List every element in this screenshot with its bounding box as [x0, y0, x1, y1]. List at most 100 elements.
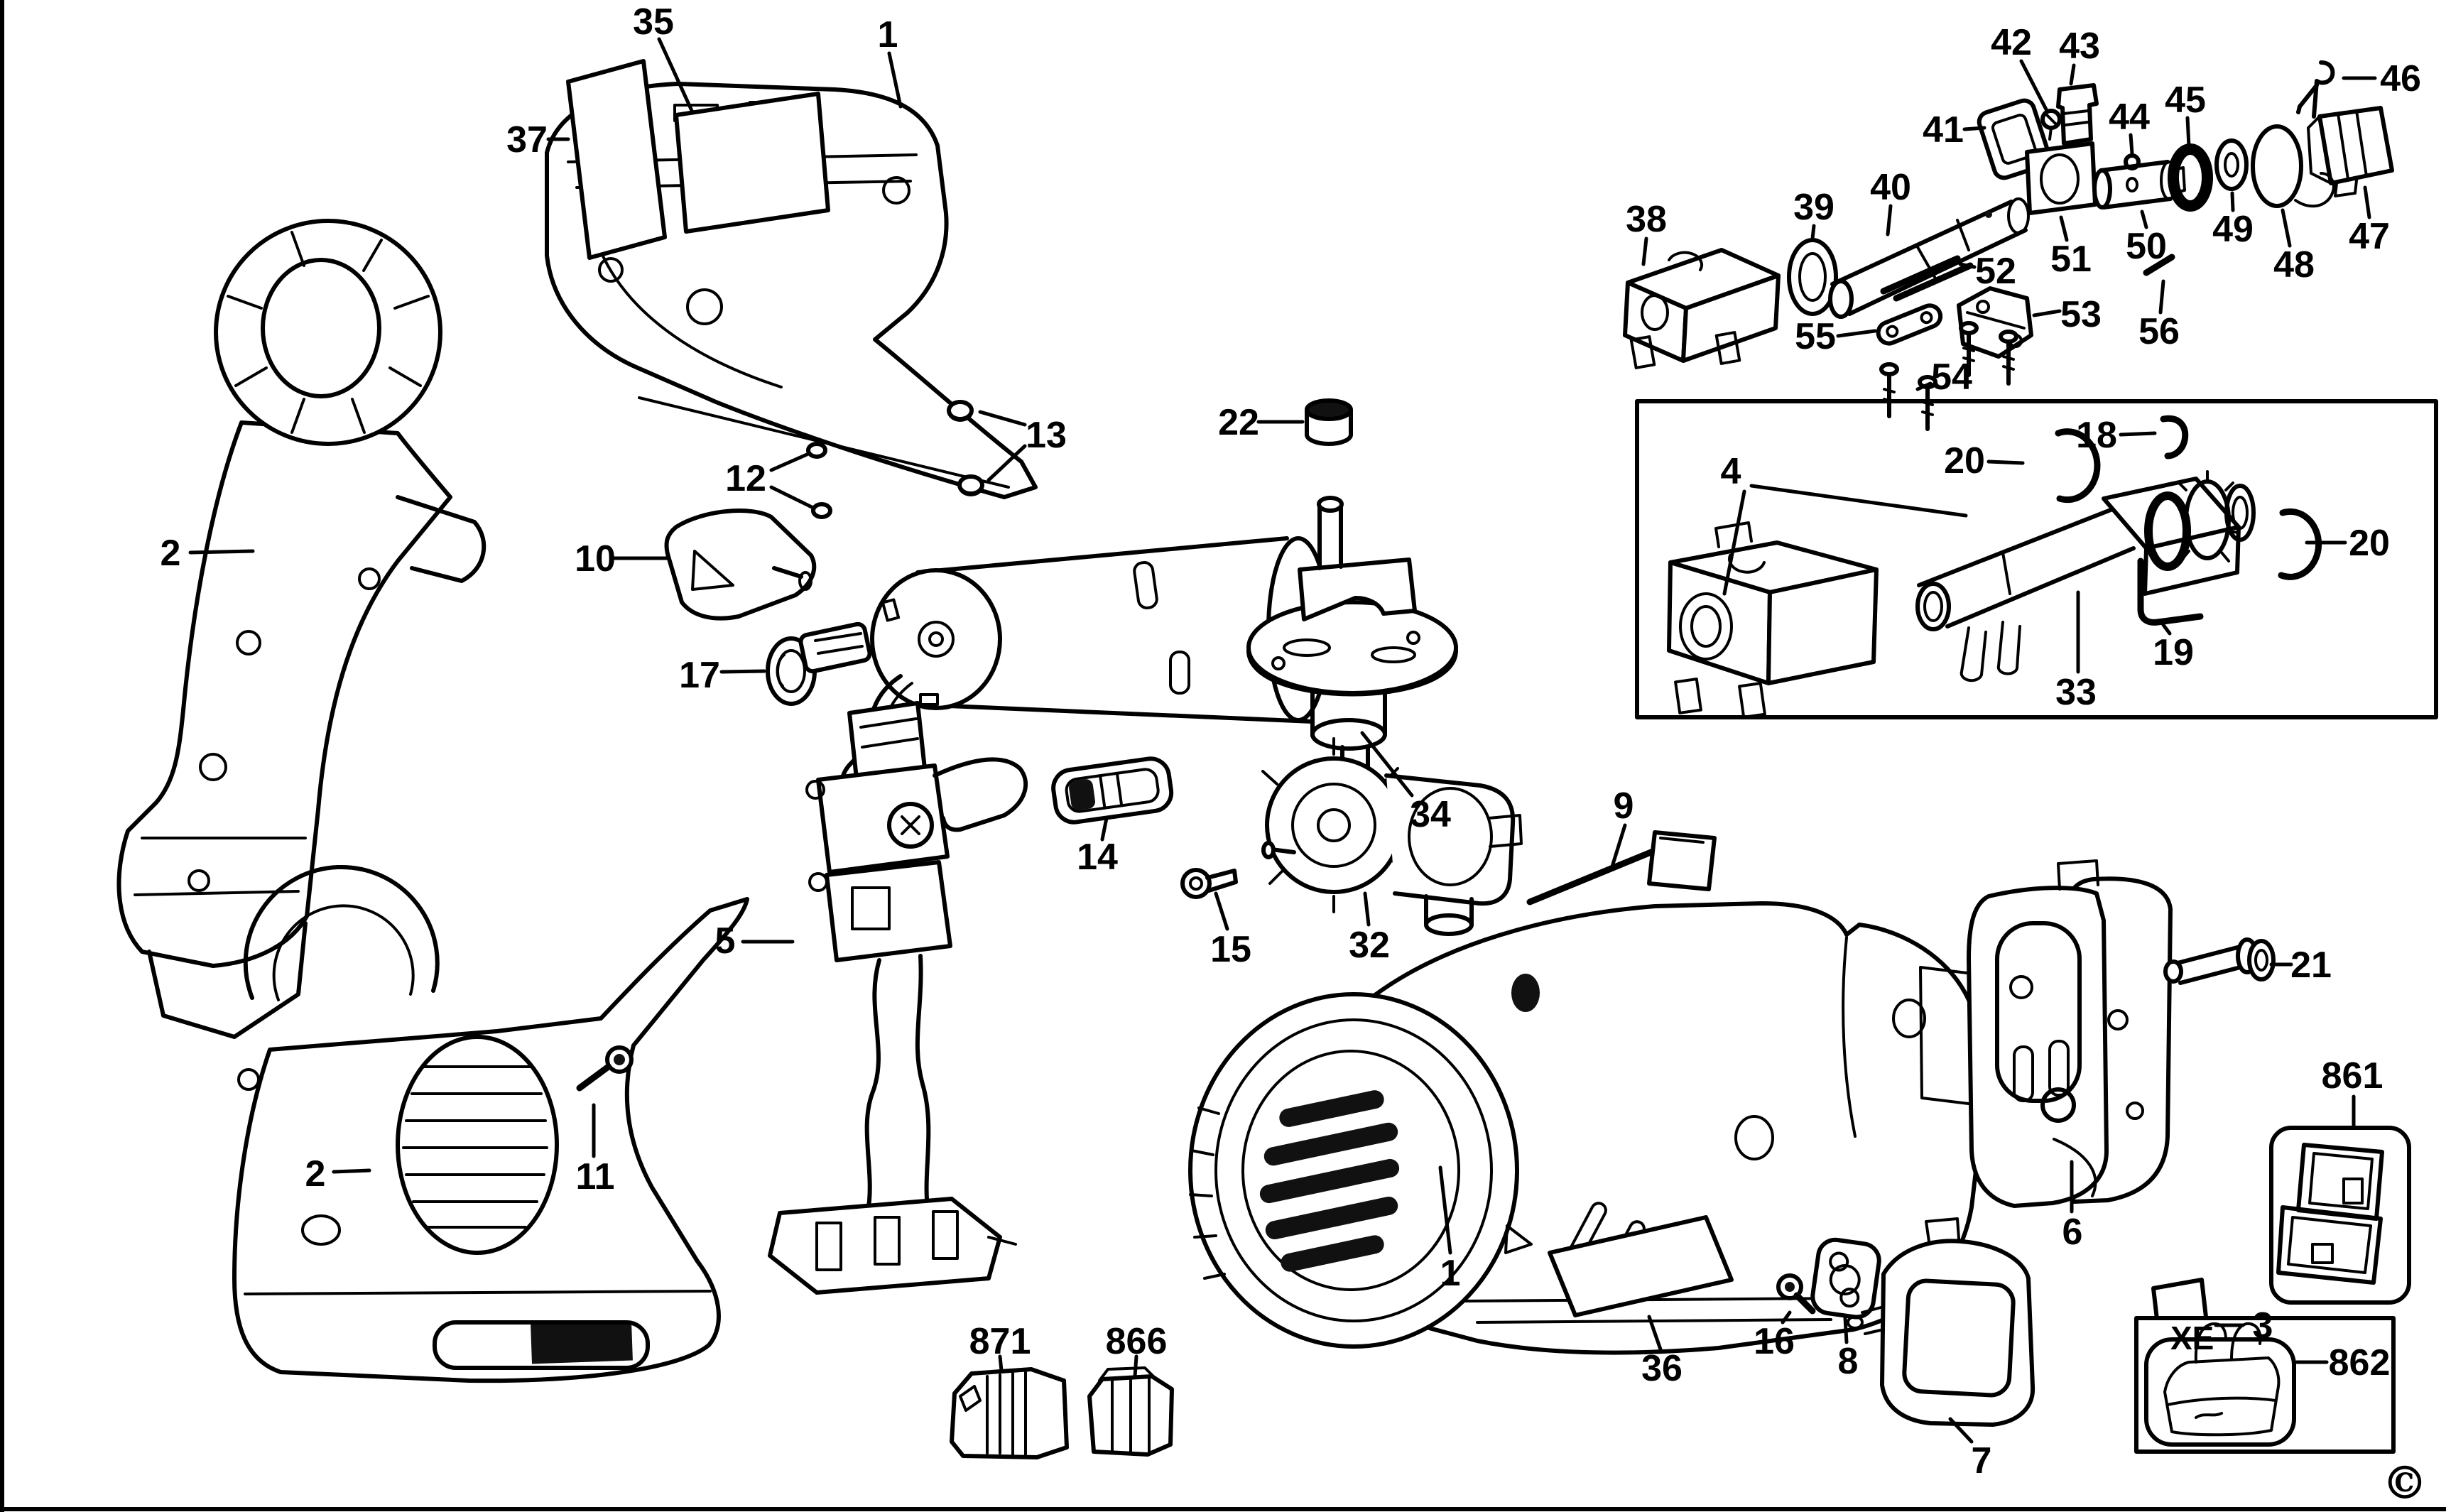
- callout-label-20: 20: [1944, 440, 1985, 482]
- callout-label-4: 4: [1721, 451, 1741, 492]
- callout-label-53: 53: [2060, 294, 2102, 335]
- inset-box: [1635, 399, 2438, 719]
- callout-label-13: 13: [1026, 415, 1067, 456]
- bushing-22: [1305, 398, 1353, 446]
- roll-pin-56: [2143, 254, 2175, 276]
- callout-label-12: 12: [725, 458, 766, 499]
- tool-bag-icon: [2163, 1322, 2281, 1437]
- leader-line-17: [719, 669, 766, 674]
- callout-label-862: 862: [2329, 1342, 2391, 1383]
- callout-label-22: 22: [1218, 402, 1259, 443]
- c-clip-20-left: [2055, 428, 2101, 504]
- callout-label-871: 871: [969, 1321, 1031, 1362]
- callout-label-14: 14: [1077, 837, 1118, 878]
- callout-label-36: 36: [1641, 1348, 1683, 1389]
- leader-line-56: [2158, 279, 2165, 315]
- callout-label-32: 32: [1349, 925, 1390, 966]
- callout-label-15: 15: [1210, 929, 1251, 970]
- callout-label-51: 51: [2050, 239, 2092, 280]
- callout-label-20: 20: [2349, 523, 2390, 564]
- leader-line-871: [998, 1354, 1004, 1373]
- ring-spokes: [227, 231, 430, 434]
- callout-label-33: 33: [2055, 672, 2097, 713]
- leader-line-2: [332, 1168, 371, 1174]
- pins-13: [947, 400, 984, 496]
- battery-871: [950, 1367, 1069, 1459]
- callout-label-35: 35: [633, 1, 674, 43]
- callout-label-17: 17: [679, 655, 720, 696]
- leader-line-32: [1363, 891, 1371, 927]
- pins-52: [1880, 255, 1974, 302]
- battery-866: [1087, 1366, 1174, 1457]
- washer-49: [2214, 138, 2249, 191]
- callout-label-2: 2: [161, 533, 181, 574]
- leader-line-18: [2119, 431, 2157, 437]
- screw-21: [2163, 937, 2276, 985]
- callout-label-11: 11: [576, 1156, 615, 1197]
- callout-label-1: 1: [1440, 1253, 1461, 1294]
- leader-line-41: [1962, 126, 1986, 131]
- callout-label-19: 19: [2153, 632, 2194, 673]
- screw-11: [576, 1045, 634, 1092]
- callout-label-5: 5: [715, 920, 736, 962]
- link-bar-55: [1876, 303, 1943, 346]
- callout-label-16: 16: [1754, 1321, 1795, 1362]
- wire-connector-14: [1051, 756, 1174, 825]
- end-bracket-32: [1261, 737, 1523, 936]
- sticker-37: [566, 59, 667, 260]
- callout-label-43: 43: [2059, 26, 2100, 67]
- callout-label-9: 9: [1614, 785, 1634, 827]
- screw-16: [1776, 1273, 1816, 1315]
- leader-line-866: [1133, 1354, 1138, 1378]
- callout-label-39: 39: [1793, 187, 1835, 228]
- gearbox-housing-4: [1667, 521, 1879, 719]
- leader-line-13: [986, 444, 1027, 482]
- leader-line-4: [1749, 484, 1968, 518]
- l-wire-19: [2137, 558, 2204, 626]
- callout-label-866: 866: [1106, 1321, 1168, 1362]
- leader-line-55: [1836, 329, 1877, 338]
- bearing-block-51: [2025, 141, 2097, 215]
- leader-line-35: [657, 37, 695, 114]
- leader-line-40: [1886, 204, 1893, 236]
- callout-label-52: 52: [1975, 251, 2016, 292]
- callout-label-8: 8: [1838, 1341, 1859, 1382]
- leader-line-2: [188, 549, 255, 555]
- leader-line-19: [2161, 623, 2172, 636]
- callout-label-10: 10: [575, 538, 616, 580]
- callout-label-48: 48: [2273, 244, 2315, 285]
- leader-line-50: [2140, 210, 2148, 229]
- callout-label-40: 40: [1870, 167, 1911, 208]
- callout-label-861: 861: [2322, 1055, 2384, 1097]
- rim-notches: [1189, 1106, 1226, 1280]
- leader-line-51: [2059, 215, 2069, 242]
- c-clip-20-right: [2278, 508, 2322, 580]
- leader-line-8: [1843, 1316, 1849, 1344]
- leader-line-20: [1986, 459, 2025, 465]
- grip-ribs: [402, 1065, 548, 1229]
- callout-label-37: 37: [506, 119, 548, 161]
- leader-line-34: [1360, 731, 1414, 798]
- callout-label-50: 50: [2126, 226, 2167, 267]
- leader-line-9: [1610, 823, 1627, 869]
- callout-label-18: 18: [2076, 415, 2117, 456]
- sticker-35: [674, 92, 830, 234]
- spindle-assembly-33: [1915, 470, 2256, 682]
- xe-tag: XE: [2170, 1320, 2214, 1356]
- callout-label-49: 49: [2212, 209, 2254, 250]
- callout-label-1: 1: [878, 14, 898, 55]
- callout-label-21: 21: [2290, 945, 2332, 986]
- leader-line-54: [1915, 381, 1933, 391]
- leader-line-13: [978, 410, 1027, 427]
- callout-label-54: 54: [1931, 357, 1972, 398]
- retaining-ring-48: [2251, 124, 2335, 208]
- spring-clip-18: [2160, 415, 2189, 459]
- handle-half-inner: [116, 219, 487, 1039]
- clutch-fan-34: [1246, 496, 1458, 819]
- kit-case-861: [2269, 1126, 2411, 1305]
- leader-line-48: [2281, 208, 2292, 248]
- leader-line-39: [1810, 224, 1816, 241]
- front-grille: [1259, 1090, 1400, 1272]
